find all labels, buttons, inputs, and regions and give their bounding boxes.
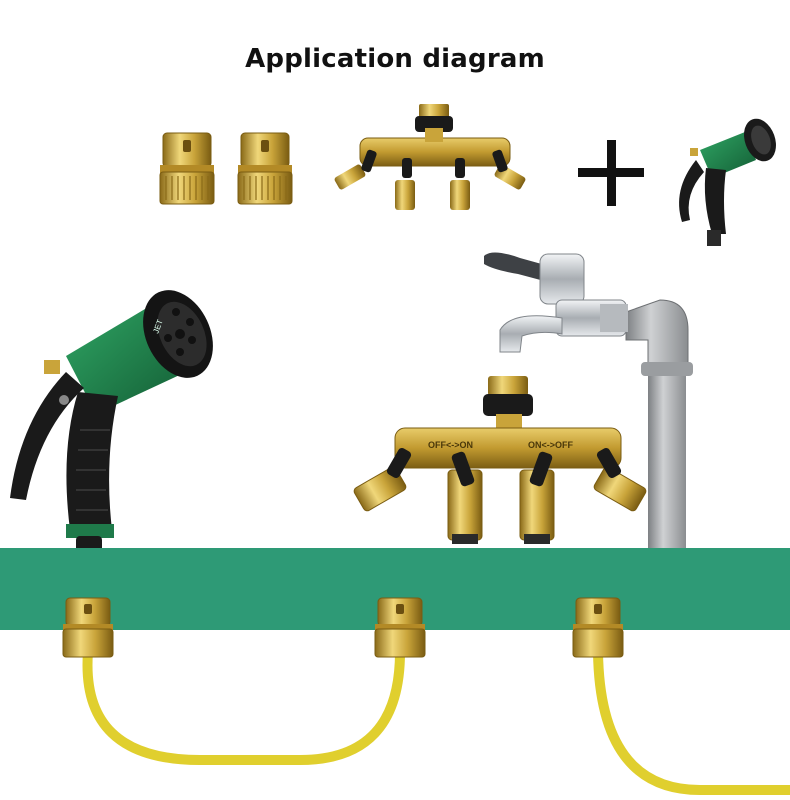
valve-label-left: OFF<->ON xyxy=(428,440,473,450)
hose-connector-1 xyxy=(62,597,114,658)
quick-connector-top-1 xyxy=(159,132,215,205)
quick-connector-top-2 xyxy=(237,132,293,205)
hose-connector-2 xyxy=(374,597,426,658)
spray-gun-large: JET xyxy=(10,290,213,570)
plus-icon xyxy=(578,140,644,206)
water-pipe xyxy=(625,299,693,555)
four-way-splitter-top xyxy=(334,104,526,210)
diagram-title: Application diagram xyxy=(245,44,545,74)
garden-hose-right xyxy=(593,647,790,795)
spray-gun-small xyxy=(679,118,776,246)
faucet xyxy=(484,252,628,353)
garden-hose-left xyxy=(82,647,405,765)
hose-connector-3 xyxy=(572,597,624,658)
four-way-splitter-main: OFF<->ON ON<->OFF xyxy=(353,376,647,544)
valve-label-right: ON<->OFF xyxy=(528,440,574,450)
